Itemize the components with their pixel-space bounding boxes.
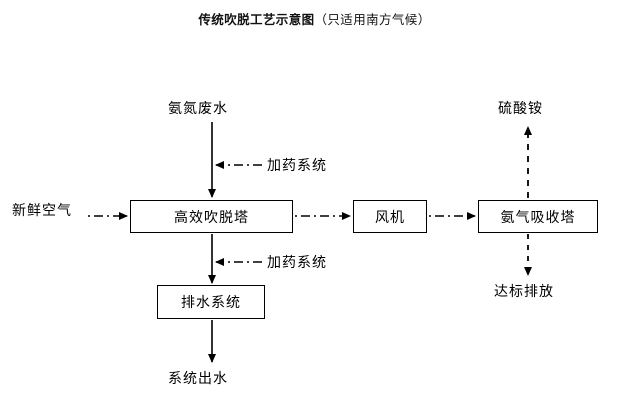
node-label: 氨气吸收塔 <box>500 209 576 226</box>
page-title: 传统吹脱工艺示意图（只适用南方气候） <box>0 9 629 28</box>
page-title-parenthetical: （只适用南方气候） <box>314 12 431 27</box>
label-ammonia-nitrogen-wastewater: 氨氮废水 <box>168 101 228 117</box>
label-compliant-discharge: 达标排放 <box>494 284 554 300</box>
label-dosing-system-top: 加药系统 <box>267 158 327 174</box>
node-label: 排水系统 <box>181 295 241 311</box>
node-high-efficiency-stripping-tower[interactable]: 高效吹脱塔 <box>130 200 293 233</box>
label-ammonium-sulfate: 硫酸铵 <box>498 101 543 117</box>
node-blower[interactable]: 风机 <box>353 200 427 233</box>
label-system-effluent: 系统出水 <box>168 371 228 387</box>
page-title-main: 传统吹脱工艺示意图 <box>198 12 315 27</box>
node-drainage-system[interactable]: 排水系统 <box>157 285 265 319</box>
node-ammonia-absorption-tower[interactable]: 氨气吸收塔 <box>478 200 598 233</box>
label-dosing-system-bottom: 加药系统 <box>267 255 327 271</box>
label-fresh-air: 新鲜空气 <box>12 203 72 219</box>
node-label: 高效吹脱塔 <box>174 209 249 226</box>
node-label: 风机 <box>375 209 405 226</box>
